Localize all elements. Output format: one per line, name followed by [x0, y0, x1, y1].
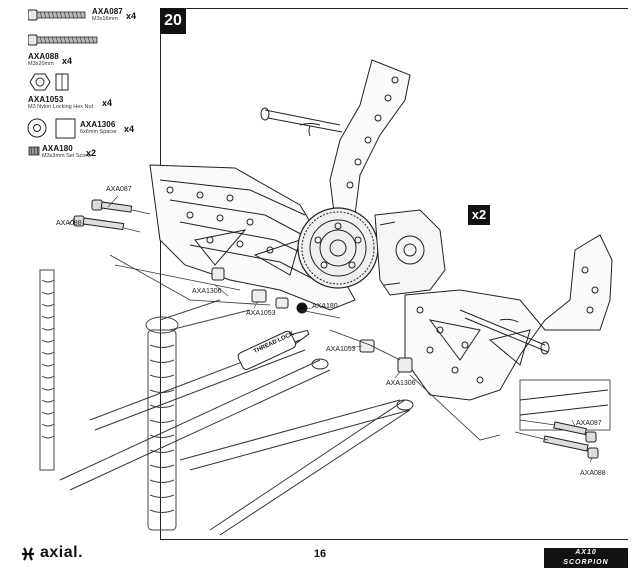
part-desc: M3 Nylon Locking Hex Nut [28, 104, 94, 110]
page-number: 16 [313, 548, 327, 560]
set-screw-icon [28, 146, 40, 156]
assembly-guide-lines [109, 209, 556, 441]
spacer-icon [27, 118, 76, 139]
spur-gear [297, 207, 379, 289]
part-code: AXA1053 [28, 95, 64, 104]
callout-label: AXA1053 [326, 346, 356, 353]
axial-logo-icon [22, 547, 34, 561]
part-code: AXA180 [42, 144, 73, 153]
part-code: AXA088 [28, 52, 59, 61]
part-code: AXA087 [92, 7, 123, 16]
brand-logo: axial. [40, 544, 84, 561]
callout-label: AXA180 [312, 303, 338, 310]
suspension-links [59, 339, 414, 536]
part-qty: x4 [62, 56, 73, 66]
model-badge: AX10 SCORPION [544, 548, 628, 568]
screws-left [73, 199, 133, 231]
part-desc: M3x16mm [92, 16, 118, 22]
spacers-left [211, 267, 289, 309]
screw-16mm-icon [28, 9, 86, 21]
part-desc: M3x3mm Set Screw [42, 153, 92, 159]
callout-label: AXA087 [106, 186, 132, 193]
part-qty: x4 [102, 98, 113, 108]
shock-absorber-left [39, 269, 251, 531]
part-desc: M3x20mm [28, 61, 54, 67]
part-qty: x4 [126, 11, 137, 21]
screw-20mm-icon [28, 34, 98, 46]
callout-label: AXA1306 [192, 288, 222, 295]
model-line: SCORPION [563, 559, 609, 566]
thread-lock-bottle [237, 329, 310, 370]
callout-label: AXA1306 [386, 380, 416, 387]
hex-nut-icon [29, 73, 69, 91]
callout-label: AXA088 [580, 470, 606, 477]
multiplier-badge: x2 [468, 205, 490, 225]
transmission-case [374, 209, 446, 296]
shock-tower-plate-left [149, 164, 356, 311]
model-line: AX10 [575, 549, 597, 556]
step-number: 20 [160, 8, 186, 34]
spacers-right [359, 339, 413, 373]
callout-label: AXA087 [576, 420, 602, 427]
part-desc: 6x6mm Spacer [80, 129, 117, 135]
part-qty: x4 [124, 124, 135, 134]
part-code: AXA1306 [80, 120, 116, 129]
callout-label: AXA088 [56, 220, 82, 227]
screws-right [543, 421, 599, 459]
part-qty: x2 [86, 148, 97, 158]
callout-label: AXA1053 [246, 310, 276, 317]
